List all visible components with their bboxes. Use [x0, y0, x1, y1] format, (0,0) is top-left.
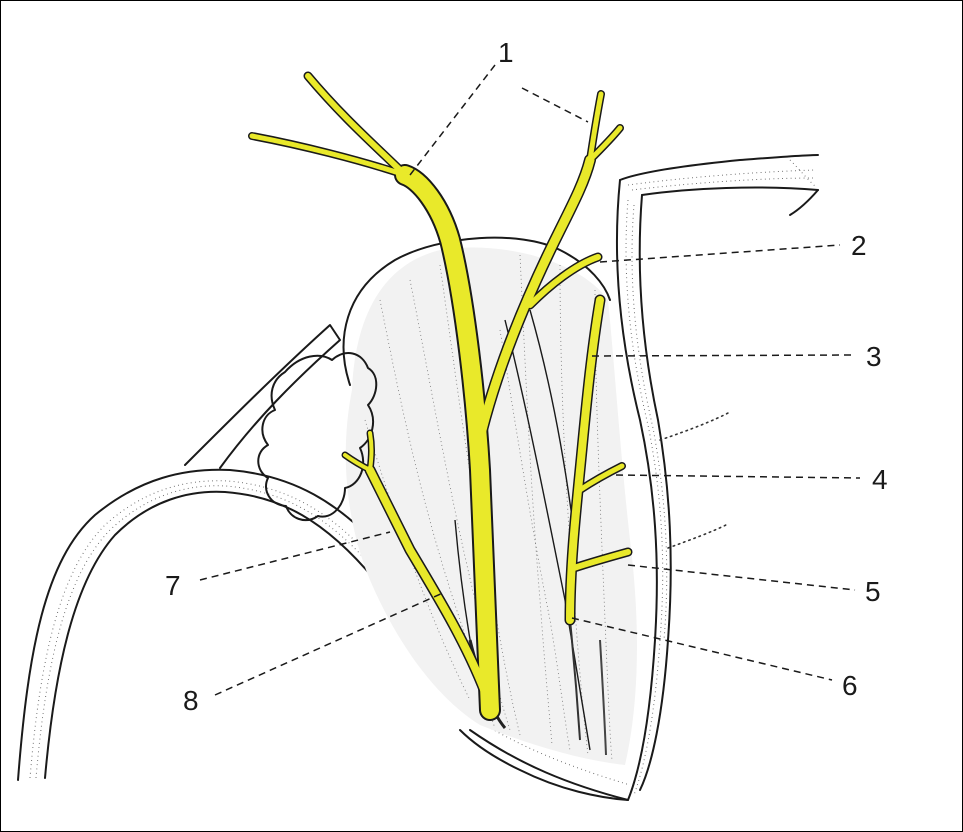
label-6: 6: [842, 670, 858, 701]
label-2: 2: [851, 230, 867, 261]
leader-1a: [410, 65, 495, 175]
leader-4: [616, 475, 860, 478]
label-1: 1: [498, 37, 514, 68]
label-7: 7: [165, 570, 181, 601]
label-4: 4: [872, 464, 888, 495]
label-3: 3: [866, 341, 882, 372]
label-8: 8: [183, 685, 199, 716]
accessory-curve-2: [668, 524, 728, 548]
leader-2: [600, 245, 840, 262]
leader-1b: [522, 88, 588, 122]
fascia-line: [185, 325, 340, 468]
nerve-branch-left-tip-b: [370, 433, 372, 470]
leader-3: [592, 355, 855, 356]
accessory-curve-1: [660, 412, 730, 440]
label-5: 5: [865, 576, 881, 607]
leader-5: [628, 565, 855, 590]
